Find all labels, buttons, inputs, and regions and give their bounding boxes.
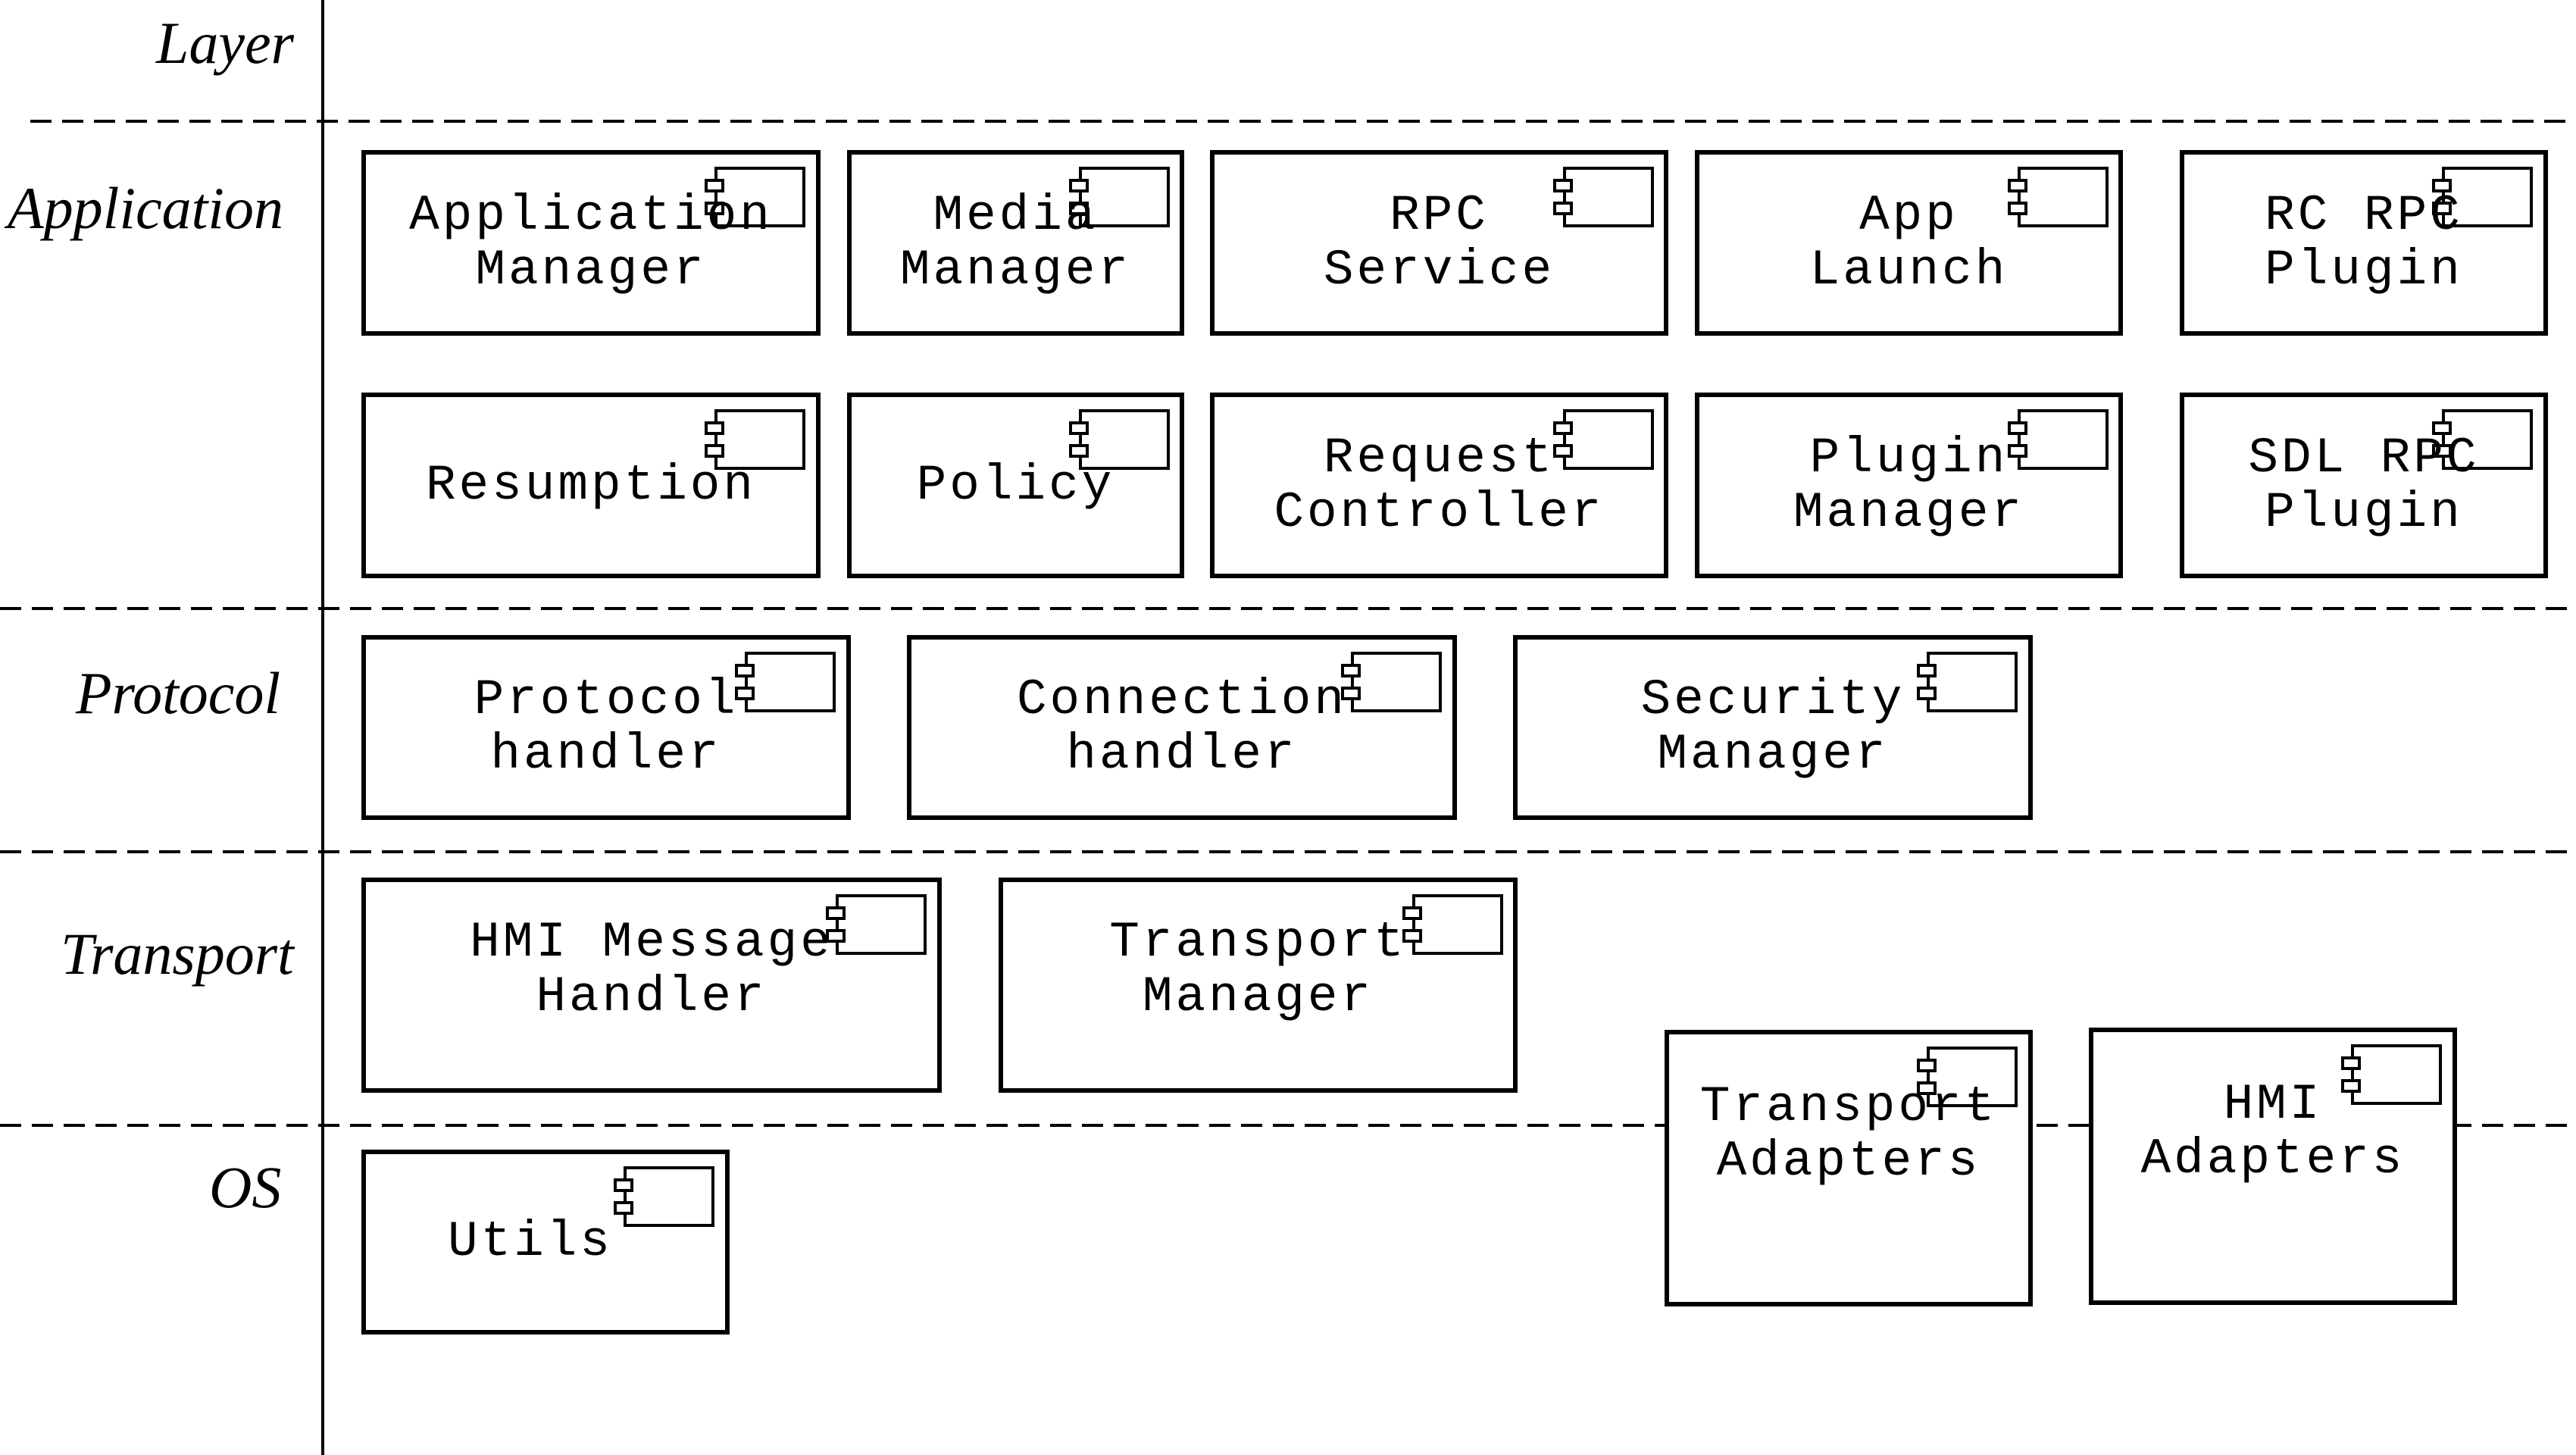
component-transport-adapters: Transport Adapters xyxy=(1665,1030,2033,1306)
component-icon xyxy=(1069,409,1193,477)
component-sdl-rpc-plugin: SDL RPC Plugin xyxy=(2180,393,2548,578)
component-label: Application Manager xyxy=(409,186,773,299)
component-icon xyxy=(1917,1047,2040,1115)
component-icon xyxy=(1341,652,1465,720)
component-icon xyxy=(1402,894,1526,962)
layer-label-transport: Transport xyxy=(61,921,294,987)
component-app-launch: App Launch xyxy=(1695,150,2123,336)
component-label: App Launch xyxy=(1809,186,2009,299)
component-label: Request Controller xyxy=(1274,429,1605,541)
component-label: Transport Manager xyxy=(1109,914,1407,1025)
component-media-manager: Media Manager xyxy=(847,150,1184,336)
component-icon xyxy=(2432,167,2556,235)
component-icon xyxy=(2341,1044,2465,1112)
component-label: HMI Adapters xyxy=(2140,1076,2406,1187)
layer-label-protocol: Protocol xyxy=(76,660,281,726)
component-rc-rpc-plugin: RC RPC Plugin xyxy=(2180,150,2548,336)
component-label: Protocol handler xyxy=(474,671,739,783)
layer-label-os: OS xyxy=(209,1154,282,1220)
component-utils: Utils xyxy=(361,1150,730,1335)
component-plugin-manager: Plugin Manager xyxy=(1695,393,2123,578)
component-icon xyxy=(2008,409,2131,477)
component-security-manager: Security Manager xyxy=(1513,635,2033,820)
component-policy: Policy xyxy=(847,393,1184,578)
component-icon xyxy=(1553,409,1677,477)
component-icon xyxy=(826,894,949,962)
component-label: SDL RPC Plugin xyxy=(2248,429,2480,541)
component-label: Resumption xyxy=(425,456,757,514)
component-protocol-handler: Protocol handler xyxy=(361,635,851,820)
component-label: Policy xyxy=(916,456,1115,514)
component-label: Media Manager xyxy=(899,186,1132,299)
component-icon xyxy=(705,409,828,477)
component-hmi-adapters: HMI Adapters xyxy=(2089,1028,2457,1305)
component-label: RPC Service xyxy=(1323,186,1555,299)
component-label: Utils xyxy=(447,1213,614,1270)
component-label: Plugin Manager xyxy=(1793,429,2025,541)
component-label: RC RPC Plugin xyxy=(2265,186,2463,299)
component-resumption: Resumption xyxy=(361,393,821,578)
component-icon xyxy=(705,167,828,235)
component-hmi-message-handler: HMI Message Handler xyxy=(361,878,942,1093)
component-icon xyxy=(1069,167,1193,235)
component-icon xyxy=(2008,167,2131,235)
layer-header-label: Layer xyxy=(156,10,294,76)
component-rpc-service: RPC Service xyxy=(1210,150,1668,336)
layer-label-application: Application xyxy=(8,175,283,241)
component-application-manager: Application Manager xyxy=(361,150,821,336)
component-label: Security Manager xyxy=(1640,671,1905,783)
component-transport-manager: Transport Manager xyxy=(999,878,1518,1093)
component-label: Connection handler xyxy=(1016,671,1348,783)
component-icon xyxy=(1917,652,2040,720)
component-request-controller: Request Controller xyxy=(1210,393,1668,578)
component-icon xyxy=(614,1166,737,1234)
component-label: Transport Adapters xyxy=(1699,1078,1998,1190)
component-icon xyxy=(2432,409,2556,477)
component-icon xyxy=(1553,167,1677,235)
component-icon xyxy=(735,652,858,720)
component-connection-handler: Connection handler xyxy=(907,635,1457,820)
component-label: HMI Message Handler xyxy=(470,914,833,1025)
